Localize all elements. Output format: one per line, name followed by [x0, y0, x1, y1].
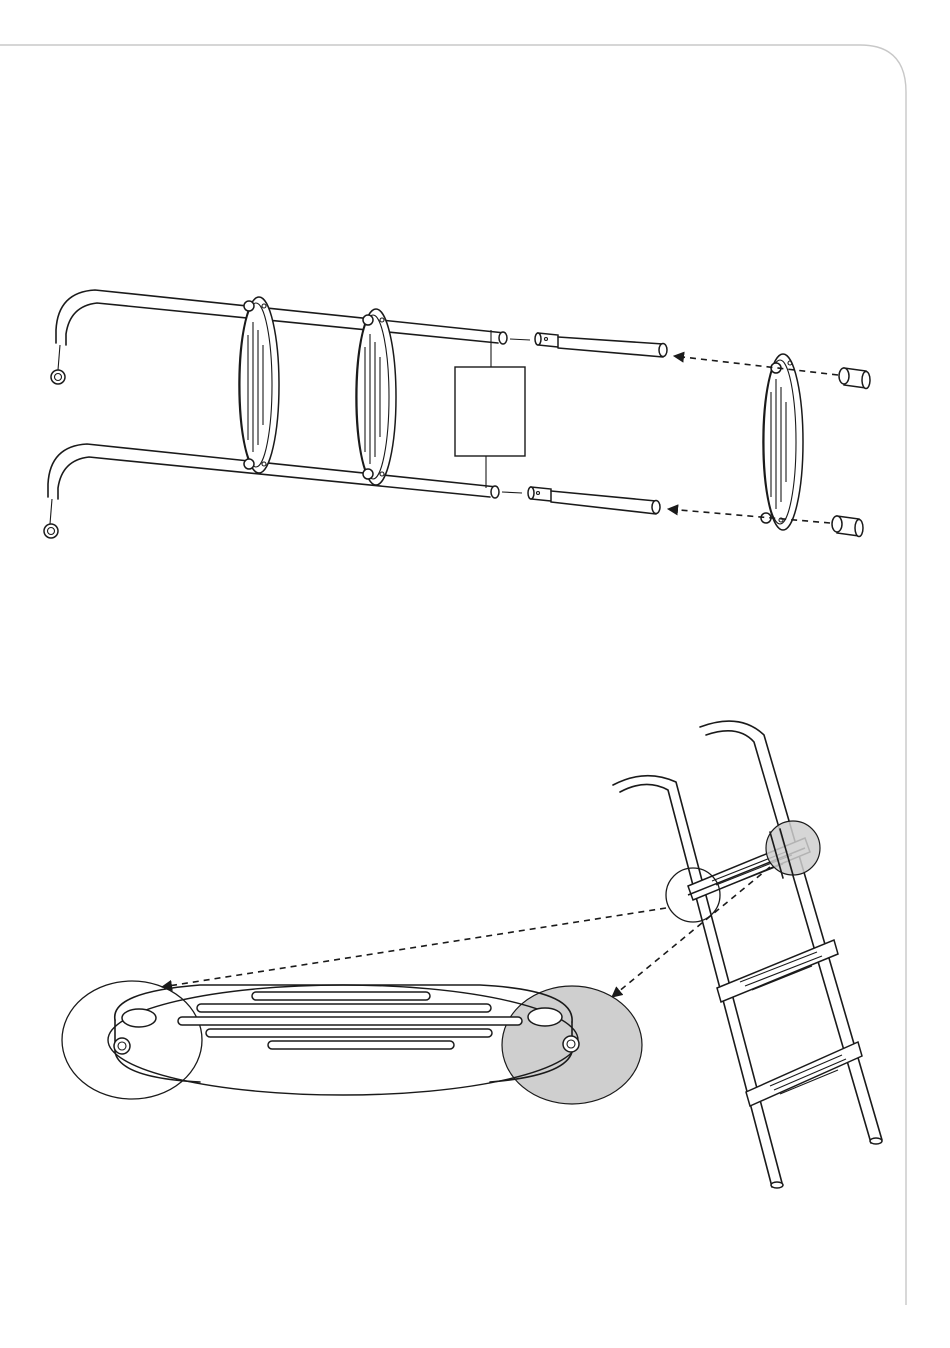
step-2	[356, 309, 396, 485]
foot-cap-top	[839, 368, 870, 389]
rubber-end-cap-bottom	[44, 524, 58, 538]
step-1	[239, 297, 279, 473]
rail-extension-bottom	[502, 487, 660, 514]
exploded-view	[44, 290, 870, 538]
part-label-box	[455, 330, 525, 488]
foot-cap-bottom	[832, 516, 863, 537]
page-frame	[0, 45, 906, 1305]
detail-step-view	[62, 981, 642, 1104]
rubber-end-cap-top	[51, 370, 65, 384]
assembled-step-bottom	[746, 1042, 862, 1106]
detail-arrow-left	[162, 908, 666, 987]
bolt-right	[563, 1036, 579, 1052]
step-3	[761, 354, 803, 530]
rail-extension-top	[510, 333, 667, 357]
insert-arrow-bottom	[668, 509, 830, 523]
side-rail-bottom	[44, 444, 499, 538]
insert-arrow-top	[674, 356, 838, 375]
assembled-step-middle	[717, 940, 838, 1002]
assembled-ladder	[613, 721, 882, 1188]
bolt-left	[114, 1038, 130, 1054]
